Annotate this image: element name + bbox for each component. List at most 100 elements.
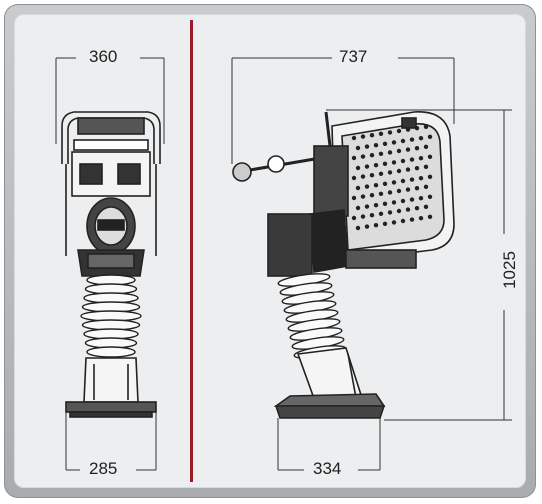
cage-hole (387, 190, 393, 195)
cage-hole (414, 146, 420, 151)
cage-hole (360, 154, 366, 159)
cage-hole (405, 127, 411, 132)
front-view-bellows (80, 274, 142, 358)
cage-hole (391, 180, 397, 185)
cage-hole (427, 134, 433, 139)
cage-hole (405, 187, 411, 192)
cage-hole (382, 161, 388, 166)
cage-hole (382, 201, 388, 206)
cage-hole (373, 223, 379, 228)
cage-hole (427, 194, 433, 199)
cage-hole (387, 210, 393, 215)
cage-hole (400, 158, 406, 164)
cage-hole (391, 200, 397, 205)
cage-hole (423, 164, 429, 169)
cage-hole (364, 144, 370, 149)
side-view-leg (273, 347, 386, 419)
front-view-leg (65, 357, 157, 418)
cage-hole (351, 195, 357, 201)
cage-hole (382, 141, 388, 146)
cage-hole (396, 128, 402, 134)
side-view-cage-holes (351, 124, 433, 231)
side-view-machine (232, 111, 455, 277)
cage-hole (355, 185, 361, 191)
cage-hole (423, 184, 429, 189)
cage-hole (364, 204, 370, 209)
cage-hole (427, 174, 433, 179)
drawing-panel: 360 285 737 1025 334 (14, 14, 526, 488)
side-base-label: 334 (310, 459, 345, 479)
cage-hole (391, 220, 397, 225)
front-view-machine (61, 111, 161, 277)
cage-hole (369, 213, 375, 218)
side-height-label: 1025 (499, 248, 520, 292)
cage-hole (414, 126, 420, 131)
side-view-bellows (277, 273, 347, 359)
cage-hole (387, 130, 393, 135)
view-divider (190, 20, 193, 482)
cage-hole (418, 216, 424, 221)
cage-hole (369, 193, 375, 198)
cage-hole (396, 188, 402, 194)
front-width-top-label: 360 (86, 47, 121, 67)
cage-hole (369, 153, 375, 158)
cage-hole (373, 183, 379, 188)
cage-hole (409, 137, 415, 142)
cage-hole (391, 160, 397, 165)
cage-hole (382, 221, 388, 226)
side-view-dimension-lines (231, 57, 512, 471)
cage-hole (355, 205, 361, 211)
cage-hole (387, 170, 393, 175)
cage-hole (400, 218, 406, 224)
cage-hole (409, 157, 415, 162)
cage-hole (364, 184, 370, 189)
cage-hole (355, 225, 361, 231)
cage-hole (373, 143, 379, 148)
side-length-label: 737 (336, 47, 371, 67)
cage-hole (355, 145, 361, 151)
cage-hole (360, 194, 366, 199)
cage-hole (414, 166, 420, 171)
cage-hole (405, 167, 411, 172)
cage-hole (351, 135, 357, 141)
cage-hole (405, 207, 411, 212)
cage-hole (378, 131, 384, 136)
cage-hole (373, 163, 379, 168)
cage-hole (427, 154, 433, 159)
cage-hole (423, 144, 429, 149)
cage-hole (360, 134, 366, 139)
cage-hole (351, 155, 357, 161)
cage-hole (414, 186, 420, 191)
cage-hole (418, 196, 424, 201)
cage-hole (409, 217, 415, 222)
cage-hole (387, 150, 393, 155)
cage-hole (396, 148, 402, 154)
cage-hole (423, 204, 429, 209)
cage-hole (405, 147, 411, 152)
cage-hole (355, 165, 361, 171)
front-width-base-label: 285 (86, 459, 121, 479)
bellows-ring (86, 346, 136, 358)
cage-hole (418, 176, 424, 181)
cage-hole (360, 174, 366, 179)
cage-hole (382, 181, 388, 186)
cage-hole (418, 156, 424, 161)
cage-hole (378, 171, 384, 176)
cage-hole (409, 177, 415, 182)
cage-hole (378, 211, 384, 216)
cage-hole (378, 151, 384, 156)
cage-hole (369, 173, 375, 178)
cage-hole (364, 224, 370, 229)
cage-hole (351, 215, 357, 221)
cage-hole (400, 198, 406, 204)
cage-hole (369, 133, 375, 138)
cage-hole (418, 136, 424, 141)
cage-hole (396, 208, 402, 214)
cage-hole (400, 138, 406, 144)
cage-hole (360, 214, 366, 219)
cage-hole (364, 164, 370, 169)
cage-hole (373, 203, 379, 208)
cage-hole (427, 214, 433, 219)
front-view-dimension-lines (55, 57, 165, 471)
cage-hole (351, 175, 357, 181)
